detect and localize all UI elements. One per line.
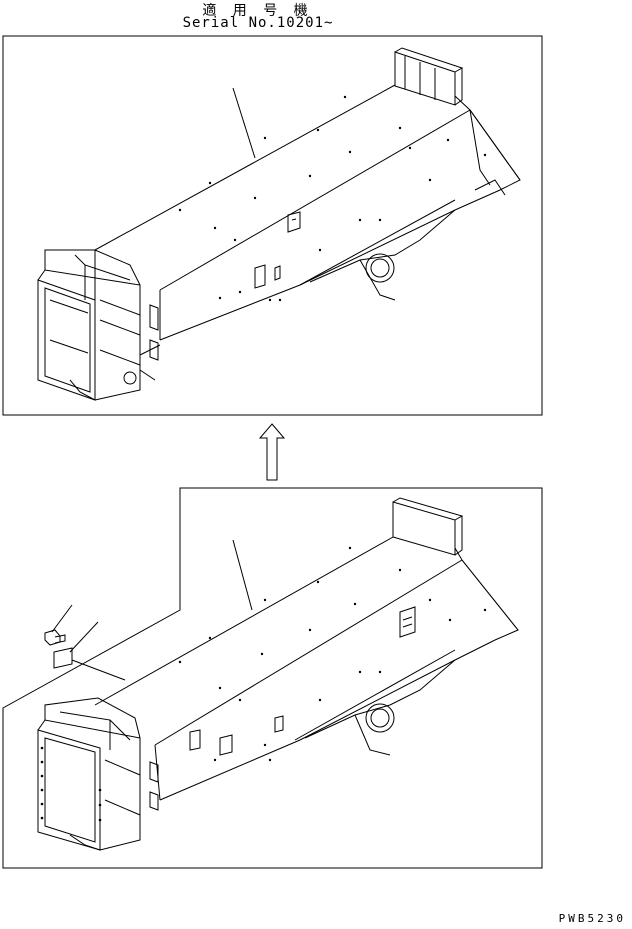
top-panel xyxy=(2,35,543,416)
revision-arrow xyxy=(258,423,286,481)
drawing-code: PWB5230 xyxy=(558,912,626,925)
serial-number-label: Serial No.10201~ xyxy=(182,15,334,31)
top-panel-border xyxy=(2,35,543,416)
applicable-machine-label: 適 用 号 機 xyxy=(202,3,314,19)
bottom-frame-drawing xyxy=(37,497,519,851)
top-frame-drawing xyxy=(37,47,521,401)
bottom-panel-border xyxy=(2,487,543,869)
bottom-panel xyxy=(2,487,543,869)
